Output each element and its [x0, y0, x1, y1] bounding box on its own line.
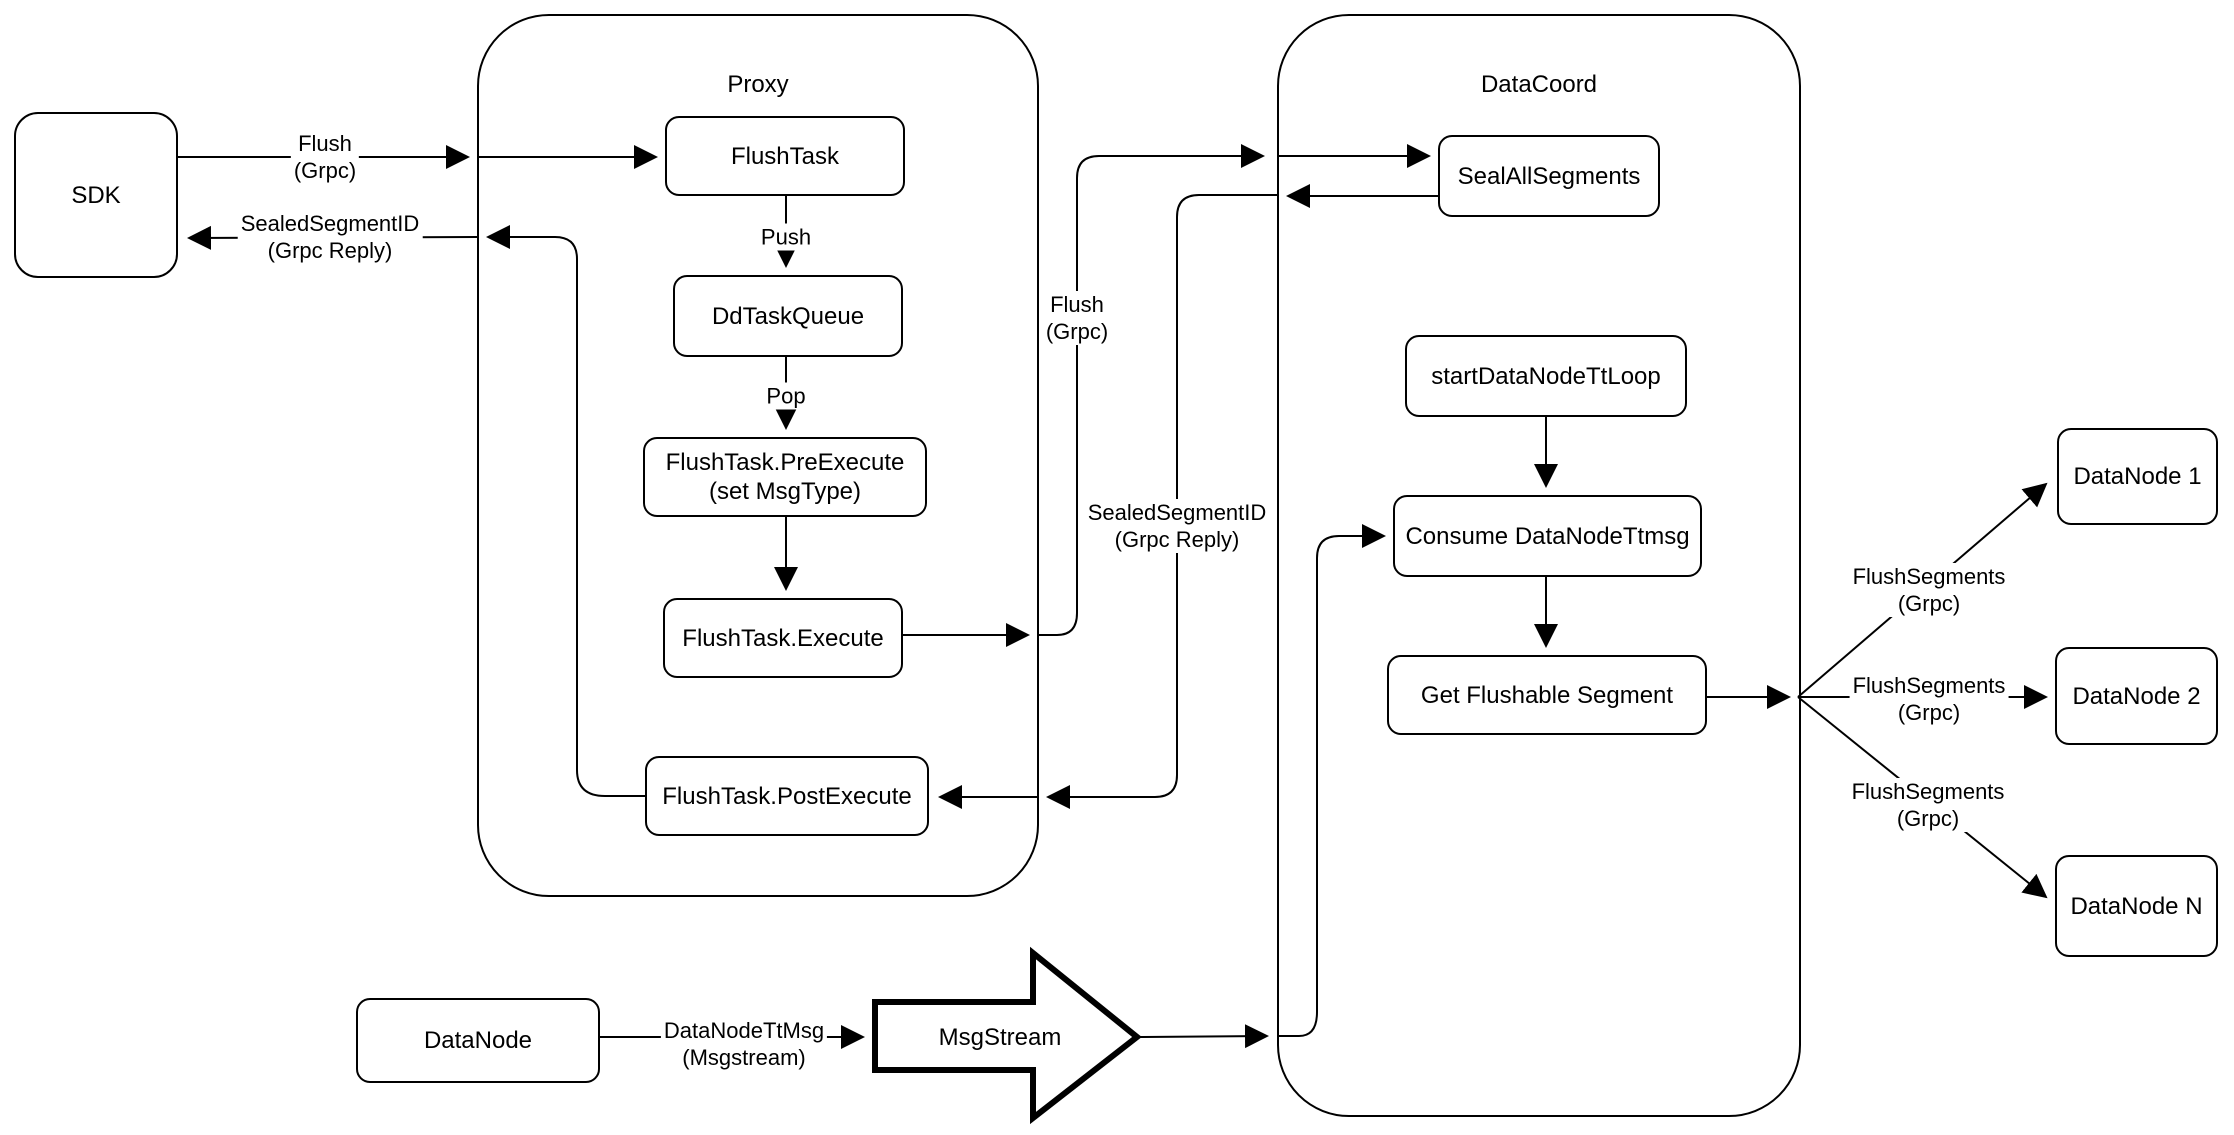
edge-label-sealed-mid: SealedSegmentID (Grpc Reply) — [1084, 499, 1270, 553]
msgstream-block-arrow — [872, 946, 1142, 1125]
node-datanode-bottom-label: DataNode — [423, 1027, 533, 1054]
node-datanoden-label: DataNode N — [2070, 892, 2203, 920]
node-datanode-bottom: DataNode — [356, 998, 600, 1083]
edge-msgstream-to-datacoord-border — [1136, 1024, 1269, 1049]
node-getflushablesegment-label: Get Flushable Segment — [1420, 681, 1674, 709]
edge-label-flushsegments-2: FlushSegments (Grpc) — [1849, 672, 2009, 726]
node-getflushablesegment: Get Flushable Segment — [1387, 655, 1707, 735]
node-postexecute: FlushTask.PostExecute — [645, 756, 929, 836]
node-datanode1-label: DataNode 1 — [2073, 463, 2202, 490]
edge-label-flush-left: Flush (Grpc) — [290, 130, 360, 184]
edge-label-sealed-left: SealedSegmentID (Grpc Reply) — [237, 210, 423, 264]
edge-sealed-riser-to-proxy — [1046, 194, 1277, 809]
container-datacoord: DataCoord — [1277, 14, 1801, 1117]
edge-label-flush-mid: Flush (Grpc) — [1042, 291, 1112, 345]
edge-flush-riser-to-datacoord — [1037, 144, 1265, 636]
node-ddtaskqueue: DdTaskQueue — [673, 275, 903, 357]
node-execute: FlushTask.Execute — [663, 598, 903, 678]
node-datanode2: DataNode 2 — [2055, 647, 2218, 745]
node-startdatanodettloop-label: startDataNodeTtLoop — [1431, 362, 1661, 390]
edge-postexecute-riser-to-proxy-border — [486, 225, 645, 797]
node-startdatanodettloop: startDataNodeTtLoop — [1405, 335, 1687, 417]
node-sdk-label: SDK — [71, 181, 121, 209]
node-sdk: SDK — [14, 112, 178, 278]
edge-label-flushsegments-3: FlushSegments (Grpc) — [1848, 778, 2008, 832]
node-sealallsegments-label: SealAllSegments — [1457, 162, 1641, 190]
container-proxy: Proxy — [477, 14, 1039, 897]
edge-label-datanodettmsg: DataNodeTtMsg (Msgstream) — [660, 1017, 828, 1071]
container-proxy-title: Proxy — [727, 71, 789, 98]
node-preexecute-line2: (set MsgType) — [708, 478, 862, 505]
edge-label-push: Push — [757, 223, 815, 251]
node-preexecute: FlushTask.PreExecute (set MsgType) — [643, 437, 927, 517]
node-flushtask-label: FlushTask — [730, 142, 840, 170]
node-consumedatanodettmsg-label: Consume DataNodeTtmsg — [1405, 522, 1690, 550]
node-preexecute-line1: FlushTask.PreExecute — [665, 449, 905, 476]
node-consumedatanodettmsg: Consume DataNodeTtmsg — [1393, 495, 1702, 577]
container-datacoord-title: DataCoord — [1480, 71, 1598, 98]
node-sealallsegments: SealAllSegments — [1438, 135, 1660, 217]
node-postexecute-label: FlushTask.PostExecute — [662, 782, 912, 810]
node-datanode2-label: DataNode 2 — [2072, 682, 2201, 710]
msgstream-label: MsgStream — [938, 1024, 1062, 1051]
node-flushtask: FlushTask — [665, 116, 905, 196]
edge-label-pop: Pop — [763, 382, 809, 410]
node-datanode1: DataNode 1 — [2057, 428, 2218, 525]
edge-msgstream-riser-to-consume — [1277, 524, 1386, 1037]
edge-label-flushsegments-1: FlushSegments (Grpc) — [1849, 563, 2009, 617]
node-datanoden: DataNode N — [2055, 855, 2218, 957]
node-execute-label: FlushTask.Execute — [682, 624, 884, 652]
node-ddtaskqueue-label: DdTaskQueue — [711, 302, 865, 330]
